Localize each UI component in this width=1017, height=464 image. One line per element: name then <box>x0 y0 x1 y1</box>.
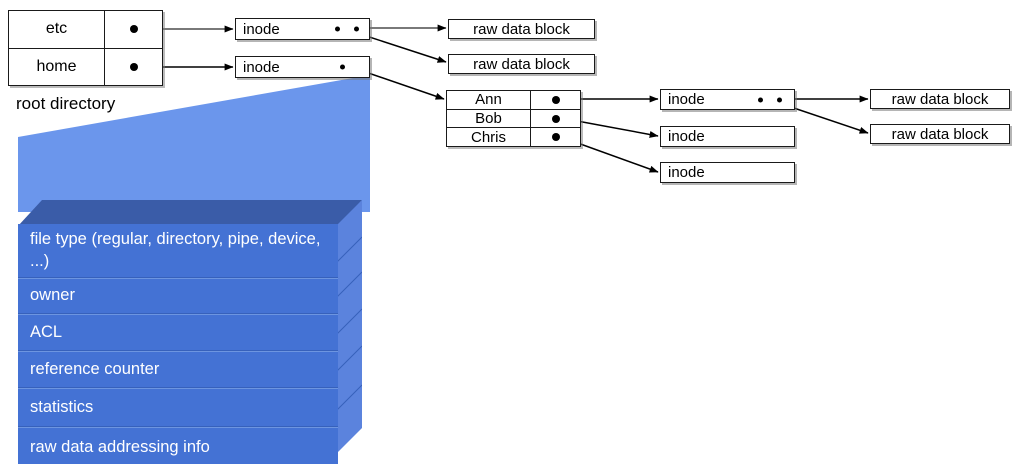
inode-box-chris[interactable]: inode <box>660 162 795 183</box>
home-dir-pointer-bob[interactable] <box>531 110 580 128</box>
pointer-dot-icon <box>335 26 340 32</box>
inode-field-label: raw data addressing info <box>30 437 210 456</box>
raw-data-block-ann-1[interactable]: raw data block <box>870 89 1010 109</box>
raw-data-block-label: raw data block <box>891 90 989 108</box>
inode-field-label: statistics <box>30 397 94 416</box>
pointer-dot-icon <box>129 25 138 34</box>
pointer-dot-icon <box>777 97 782 102</box>
inode-field-reference-counter: reference counter <box>18 351 338 388</box>
root-dir-pointer-home[interactable] <box>105 49 162 86</box>
home-dir-name-chris: Chris <box>447 128 531 147</box>
home-dir-pointer-chris[interactable] <box>531 128 580 146</box>
inode-field-acl: ACL <box>18 314 338 351</box>
home-dir-name-bob: Bob <box>447 109 531 128</box>
table-row[interactable]: Ann <box>447 91 580 110</box>
block-front-face: file type (regular, directory, pipe, dev… <box>18 224 338 464</box>
inode-label: inode <box>243 20 280 38</box>
inode-field-label: ACL <box>30 322 63 341</box>
callout-funnel <box>18 75 370 212</box>
root-directory-caption: root directory <box>16 94 116 113</box>
inode-pointers-ann <box>758 97 782 102</box>
pointer-dot-icon <box>551 114 560 123</box>
inode-field-statistics: statistics <box>18 388 338 427</box>
root-dir-name-etc: etc <box>9 11 105 48</box>
home-directory-table[interactable]: Ann Bob Chris <box>446 90 581 147</box>
inode-pointers-etc <box>335 26 359 32</box>
raw-data-block-label: raw data block <box>473 20 570 38</box>
inode-field-owner: owner <box>18 278 338 314</box>
inode-label: inode <box>668 164 705 181</box>
raw-data-block-etc-1[interactable]: raw data block <box>448 19 595 39</box>
pointer-dot-icon <box>551 95 560 104</box>
inode-box-ann[interactable]: inode <box>660 89 795 110</box>
raw-data-block-ann-2[interactable]: raw data block <box>870 124 1010 144</box>
table-row[interactable]: Bob <box>447 109 580 129</box>
inode-label: inode <box>668 91 705 108</box>
raw-data-block-label: raw data block <box>891 125 989 143</box>
home-dir-name-ann: Ann <box>447 91 531 109</box>
pointer-dot-icon <box>551 133 560 142</box>
inode-label: inode <box>668 128 705 145</box>
root-directory-table[interactable]: etc home <box>8 10 163 86</box>
inode-box-etc[interactable]: inode <box>235 18 370 40</box>
inode-field-label: reference counter <box>30 359 160 378</box>
inode-field-label: file type (regular, directory, pipe, dev… <box>30 229 321 270</box>
inode-field-label: owner <box>30 286 75 305</box>
table-row[interactable]: Chris <box>447 128 580 147</box>
root-dir-name-home: home <box>9 48 105 85</box>
block-side-face <box>336 200 362 454</box>
pointer-dot-icon <box>758 97 763 102</box>
inode-pointers-home <box>340 64 345 70</box>
pointer-dot-icon <box>354 26 359 32</box>
home-dir-pointer-ann[interactable] <box>531 91 580 109</box>
inode-structure-block: file type (regular, directory, pipe, dev… <box>18 200 362 464</box>
table-row[interactable]: etc <box>9 11 162 49</box>
raw-data-block-etc-2[interactable]: raw data block <box>448 54 595 74</box>
block-top-face <box>18 200 362 226</box>
inode-box-bob[interactable]: inode <box>660 126 795 147</box>
raw-data-block-label: raw data block <box>473 55 570 73</box>
pointer-dot-icon <box>340 64 345 70</box>
table-row[interactable]: home <box>9 48 162 86</box>
root-dir-pointer-etc[interactable] <box>105 11 162 48</box>
inode-box-home[interactable]: inode <box>235 56 370 78</box>
inode-field-raw-data-addressing-info: raw data addressing info <box>18 427 338 464</box>
inode-label: inode <box>243 58 280 76</box>
inode-field-file-type: file type (regular, directory, pipe, dev… <box>18 224 338 278</box>
pointer-dot-icon <box>129 62 138 71</box>
